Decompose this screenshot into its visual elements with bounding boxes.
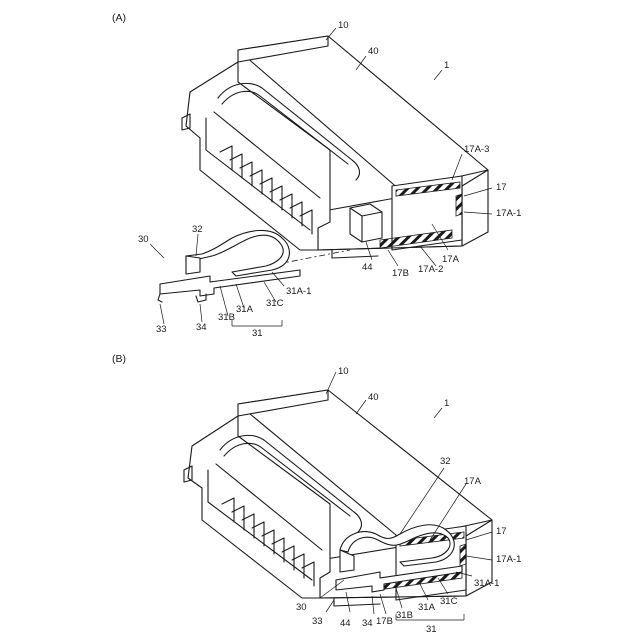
label-a-tab: 32	[192, 224, 203, 235]
label-b-spring-b: 31B	[396, 610, 413, 621]
label-a-bottom-wall: 17B	[392, 268, 409, 279]
label-b-wall: 17	[496, 526, 507, 537]
label-b-spring: 31	[426, 624, 437, 635]
label-b-tab: 32	[440, 456, 451, 467]
label-a-recess: 17A	[442, 254, 460, 265]
label-b-lock: 44	[340, 618, 351, 629]
label-b-wall-side: 17A-1	[496, 554, 521, 565]
terminal-base	[160, 270, 300, 296]
label-b-foot: 34	[362, 618, 373, 629]
label-b-terminal: 30	[296, 602, 307, 613]
label-a-spring: 31	[252, 328, 263, 339]
connector-housing-a	[182, 36, 488, 258]
label-a-wall-side: 17A-1	[496, 208, 521, 219]
terminal-tab	[186, 256, 200, 274]
label-a-cover: 40	[368, 46, 379, 57]
label-b-connector: 1	[444, 398, 449, 409]
label-b-bottom-wall: 17B	[376, 616, 393, 627]
lock-block	[350, 204, 382, 242]
panel-b: (B)	[112, 353, 521, 635]
panel-b-tag: (B)	[112, 353, 126, 365]
label-b-cover: 40	[368, 392, 379, 403]
housing-right-face	[462, 170, 488, 246]
label-b-recess: 17A	[464, 476, 482, 487]
label-a-spring-b: 31B	[218, 312, 235, 323]
connector-housing-b	[184, 390, 492, 606]
label-b-tail: 33	[312, 616, 323, 627]
terminal-spring	[186, 230, 289, 276]
label-a-spring-a: 31A	[236, 304, 254, 315]
label-a-lock: 44	[362, 262, 373, 273]
label-b-housing: 10	[338, 366, 349, 377]
panel-a: (A)	[112, 12, 521, 339]
recess-hatch-side	[460, 544, 466, 566]
terminal-inserted-tab	[340, 550, 354, 572]
label-b-spring-a: 31A	[418, 602, 436, 613]
label-a-terminal: 30	[138, 234, 149, 245]
label-a-connector: 1	[444, 60, 449, 71]
label-a-wall: 17	[496, 182, 507, 193]
label-a-recess-bottom: 17A-2	[418, 264, 443, 275]
label-a-recess-top: 17A-3	[464, 144, 489, 155]
label-a-contact-tip: 31A-1	[286, 286, 311, 297]
label-a-foot: 34	[196, 322, 207, 333]
recess-hatch-side	[456, 194, 462, 216]
label-a-tail: 33	[156, 324, 167, 335]
label-b-contact-tip: 31A-1	[474, 578, 499, 589]
label-b-spring-c: 31C	[440, 596, 458, 607]
label-a-spring-c: 31C	[266, 298, 284, 309]
terminal-a	[158, 230, 300, 302]
panel-a-tag: (A)	[112, 12, 126, 24]
label-a-housing: 10	[338, 20, 349, 31]
